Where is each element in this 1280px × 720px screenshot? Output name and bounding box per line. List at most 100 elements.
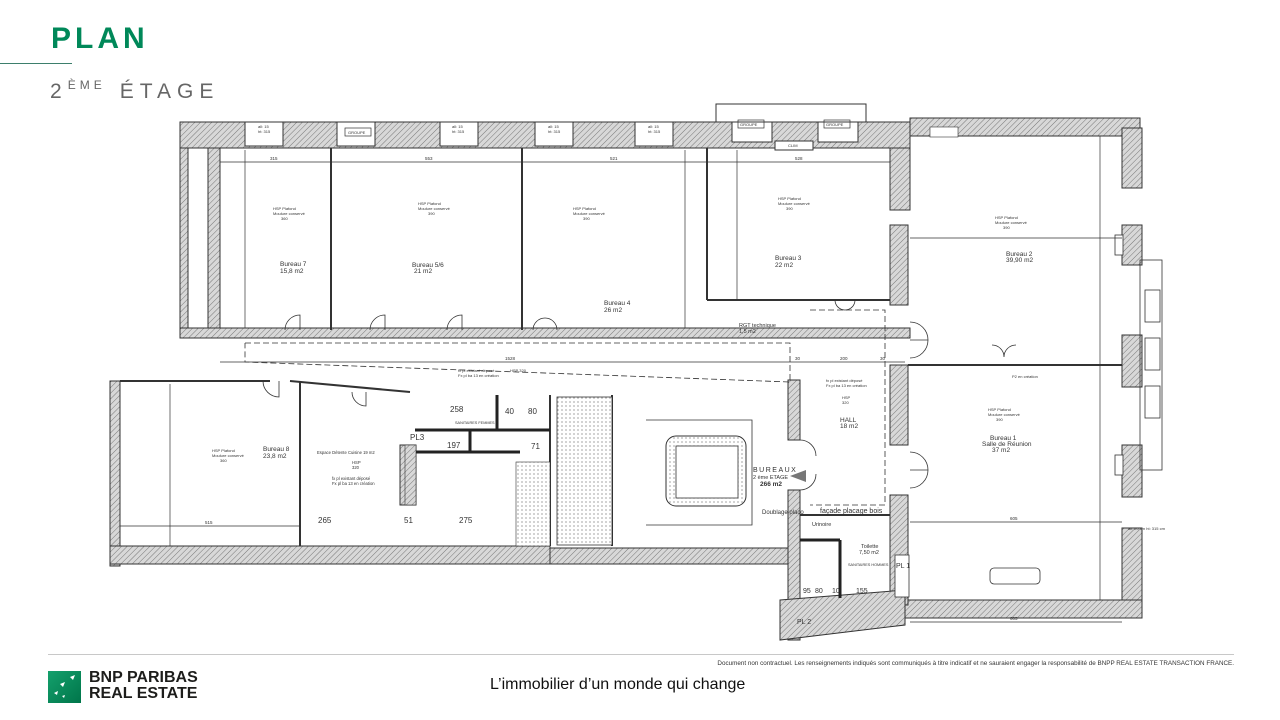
svg-text:Moulure conservé: Moulure conservé (778, 201, 811, 206)
room-hall: HALL 18 m2 HSP 320 (840, 395, 858, 430)
room-bureau-1: HSP Plafond Moulure conservé 390 Bureau … (982, 407, 1032, 454)
svg-text:80: 80 (528, 407, 537, 416)
svg-text:390: 390 (1003, 225, 1010, 230)
exterior-walls (109, 117, 1143, 641)
svg-text:fx pl existant déposé: fx pl existant déposé (826, 378, 863, 383)
svg-text:39,90 m2: 39,90 m2 (1006, 257, 1033, 264)
svg-text:Moulure conservé: Moulure conservé (573, 211, 606, 216)
svg-text:Moulure conservé: Moulure conservé (995, 220, 1028, 225)
svg-text:Bureau 1: Bureau 1 (990, 435, 1017, 442)
svg-text:fx pl existant déposé: fx pl existant déposé (458, 368, 495, 373)
svg-text:390: 390 (786, 206, 793, 211)
svg-text:SANITAIRES FEMMES: SANITAIRES FEMMES (455, 421, 495, 425)
svg-text:266 m2: 266 m2 (760, 481, 782, 488)
svg-text:all: 20 cm ht: 315 cm: all: 20 cm ht: 315 cm (1128, 526, 1166, 531)
svg-text:HSP Plafond: HSP Plafond (273, 206, 296, 211)
svg-text:GROUPE: GROUPE (740, 122, 758, 127)
page-title: PLAN (51, 22, 149, 55)
svg-text:RGT technique: RGT technique (739, 323, 776, 329)
svg-text:Fx pl ba 13 en création: Fx pl ba 13 en création (458, 373, 499, 378)
svg-text:Bureau 5/6: Bureau 5/6 (412, 262, 444, 269)
svg-text:HSP: HSP (352, 460, 361, 465)
svg-text:37 m2: 37 m2 (992, 447, 1010, 454)
svg-text:PL 1: PL 1 (896, 563, 910, 570)
svg-text:all: 15: all: 15 (648, 124, 659, 129)
room-bureau-5-6: HSP Plafond Moulure conservé 390 Bureau … (412, 201, 451, 275)
svg-text:HSP Plafond: HSP Plafond (995, 215, 1018, 220)
svg-text:Bureau 2: Bureau 2 (1006, 251, 1033, 258)
dimension-labels: 315 553 521 528 1528 515 605 605 30 200 … (205, 156, 1018, 621)
misc-annotations: Doublage placo façade placage bois Urino… (762, 508, 1166, 626)
svg-text:515: 515 (205, 520, 213, 525)
svg-text:Doublage placo: Doublage placo (762, 510, 804, 516)
svg-text:258: 258 (450, 405, 464, 414)
svg-text:Salle de Réunion: Salle de Réunion (982, 441, 1032, 448)
svg-text:PL3: PL3 (410, 433, 425, 442)
room-bureau-3: HSP Plafond Moulure conservé 390 Bureau … (775, 196, 811, 269)
svg-text:265: 265 (318, 516, 332, 525)
room-bureau-4: HSP Plafond Moulure conservé 390 Bureau … (573, 206, 631, 314)
svg-text:390: 390 (428, 211, 435, 216)
svg-text:1,5 m2: 1,5 m2 (739, 329, 756, 335)
room-labels: HSP Plafond Moulure conservé 360 Bureau … (212, 196, 1033, 567)
svg-text:GROUPE: GROUPE (826, 122, 844, 127)
svg-text:fx pl existant déposé: fx pl existant déposé (332, 476, 371, 481)
svg-text:10: 10 (832, 588, 840, 595)
svg-text:Bureau 7: Bureau 7 (280, 261, 307, 268)
svg-text:Espace Détente Cuisine 19 m2: Espace Détente Cuisine 19 m2 (317, 450, 375, 455)
svg-text:605: 605 (1010, 516, 1018, 521)
svg-text:390: 390 (583, 216, 590, 221)
svg-text:528: 528 (795, 156, 803, 161)
svg-text:ht: 315: ht: 315 (452, 129, 465, 134)
svg-text:HSP: HSP (842, 395, 851, 400)
svg-text:320: 320 (352, 465, 360, 470)
room-rgt: RGT technique 1,5 m2 (739, 323, 776, 335)
svg-text:Fx pl ba 13 en création: Fx pl ba 13 en création (826, 383, 867, 388)
svg-text:26 m2: 26 m2 (604, 307, 622, 314)
top-windows (244, 103, 867, 151)
svg-text:ht: 315: ht: 315 (548, 129, 561, 134)
svg-text:521: 521 (610, 156, 618, 161)
svg-text:30: 30 (795, 356, 801, 361)
title-divider (0, 63, 72, 64)
brand-name: BNP PARIBAS REAL ESTATE (89, 670, 198, 702)
svg-text:605: 605 (1010, 616, 1018, 621)
room-bureau-8: HSP Plafond Moulure conservé 360 Bureau … (212, 446, 290, 463)
svg-text:Moulure conservé: Moulure conservé (988, 412, 1021, 417)
footer-divider (48, 654, 1234, 655)
svg-text:320: 320 (842, 400, 849, 405)
svg-text:HSP Plafond: HSP Plafond (988, 407, 1011, 412)
svg-text:Bureau 3: Bureau 3 (775, 255, 802, 262)
svg-text:155: 155 (856, 588, 868, 595)
svg-text:all: 15: all: 15 (452, 124, 463, 129)
svg-text:15,8 m2: 15,8 m2 (280, 268, 304, 275)
svg-text:80: 80 (815, 588, 823, 595)
corridor-notes: fx pl existant déposé Fx pl ba 13 en cré… (458, 368, 1038, 388)
svg-text:Bureau 8: Bureau 8 (263, 446, 290, 453)
svg-text:23,8 m2: 23,8 m2 (263, 453, 287, 460)
svg-text:SANITAIRES HOMMES: SANITAIRES HOMMES (848, 563, 889, 567)
svg-text:275: 275 (459, 516, 473, 525)
svg-text:P2 en création: P2 en création (1012, 374, 1038, 379)
room-bureau-2: HSP Plafond Moulure conservé 390 Bureau … (995, 215, 1033, 264)
tagline: L’immobilier d’un monde qui change (490, 676, 746, 693)
svg-text:71: 71 (531, 442, 540, 451)
svg-text:1528: 1528 (505, 356, 516, 361)
svg-text:2 ème ETAGE: 2 ème ETAGE (753, 475, 788, 481)
svg-text:HSP 320: HSP 320 (510, 368, 527, 373)
svg-text:18 m2: 18 m2 (840, 423, 858, 430)
floor-suffix: ÈME (67, 78, 106, 92)
svg-text:Fx pl ba 13 en création: Fx pl ba 13 en création (332, 481, 375, 486)
svg-text:Moulure conservé: Moulure conservé (212, 453, 245, 458)
svg-text:Bureau 4: Bureau 4 (604, 300, 631, 307)
svg-text:197: 197 (447, 441, 461, 450)
svg-text:BUREAUX: BUREAUX (753, 467, 797, 474)
svg-text:40: 40 (505, 407, 514, 416)
svg-text:CLIM: CLIM (788, 143, 798, 148)
room-cuisine: Espace Détente Cuisine 19 m2 HSP 320 fx … (317, 450, 375, 486)
svg-text:360: 360 (220, 458, 227, 463)
svg-text:51: 51 (404, 516, 413, 525)
